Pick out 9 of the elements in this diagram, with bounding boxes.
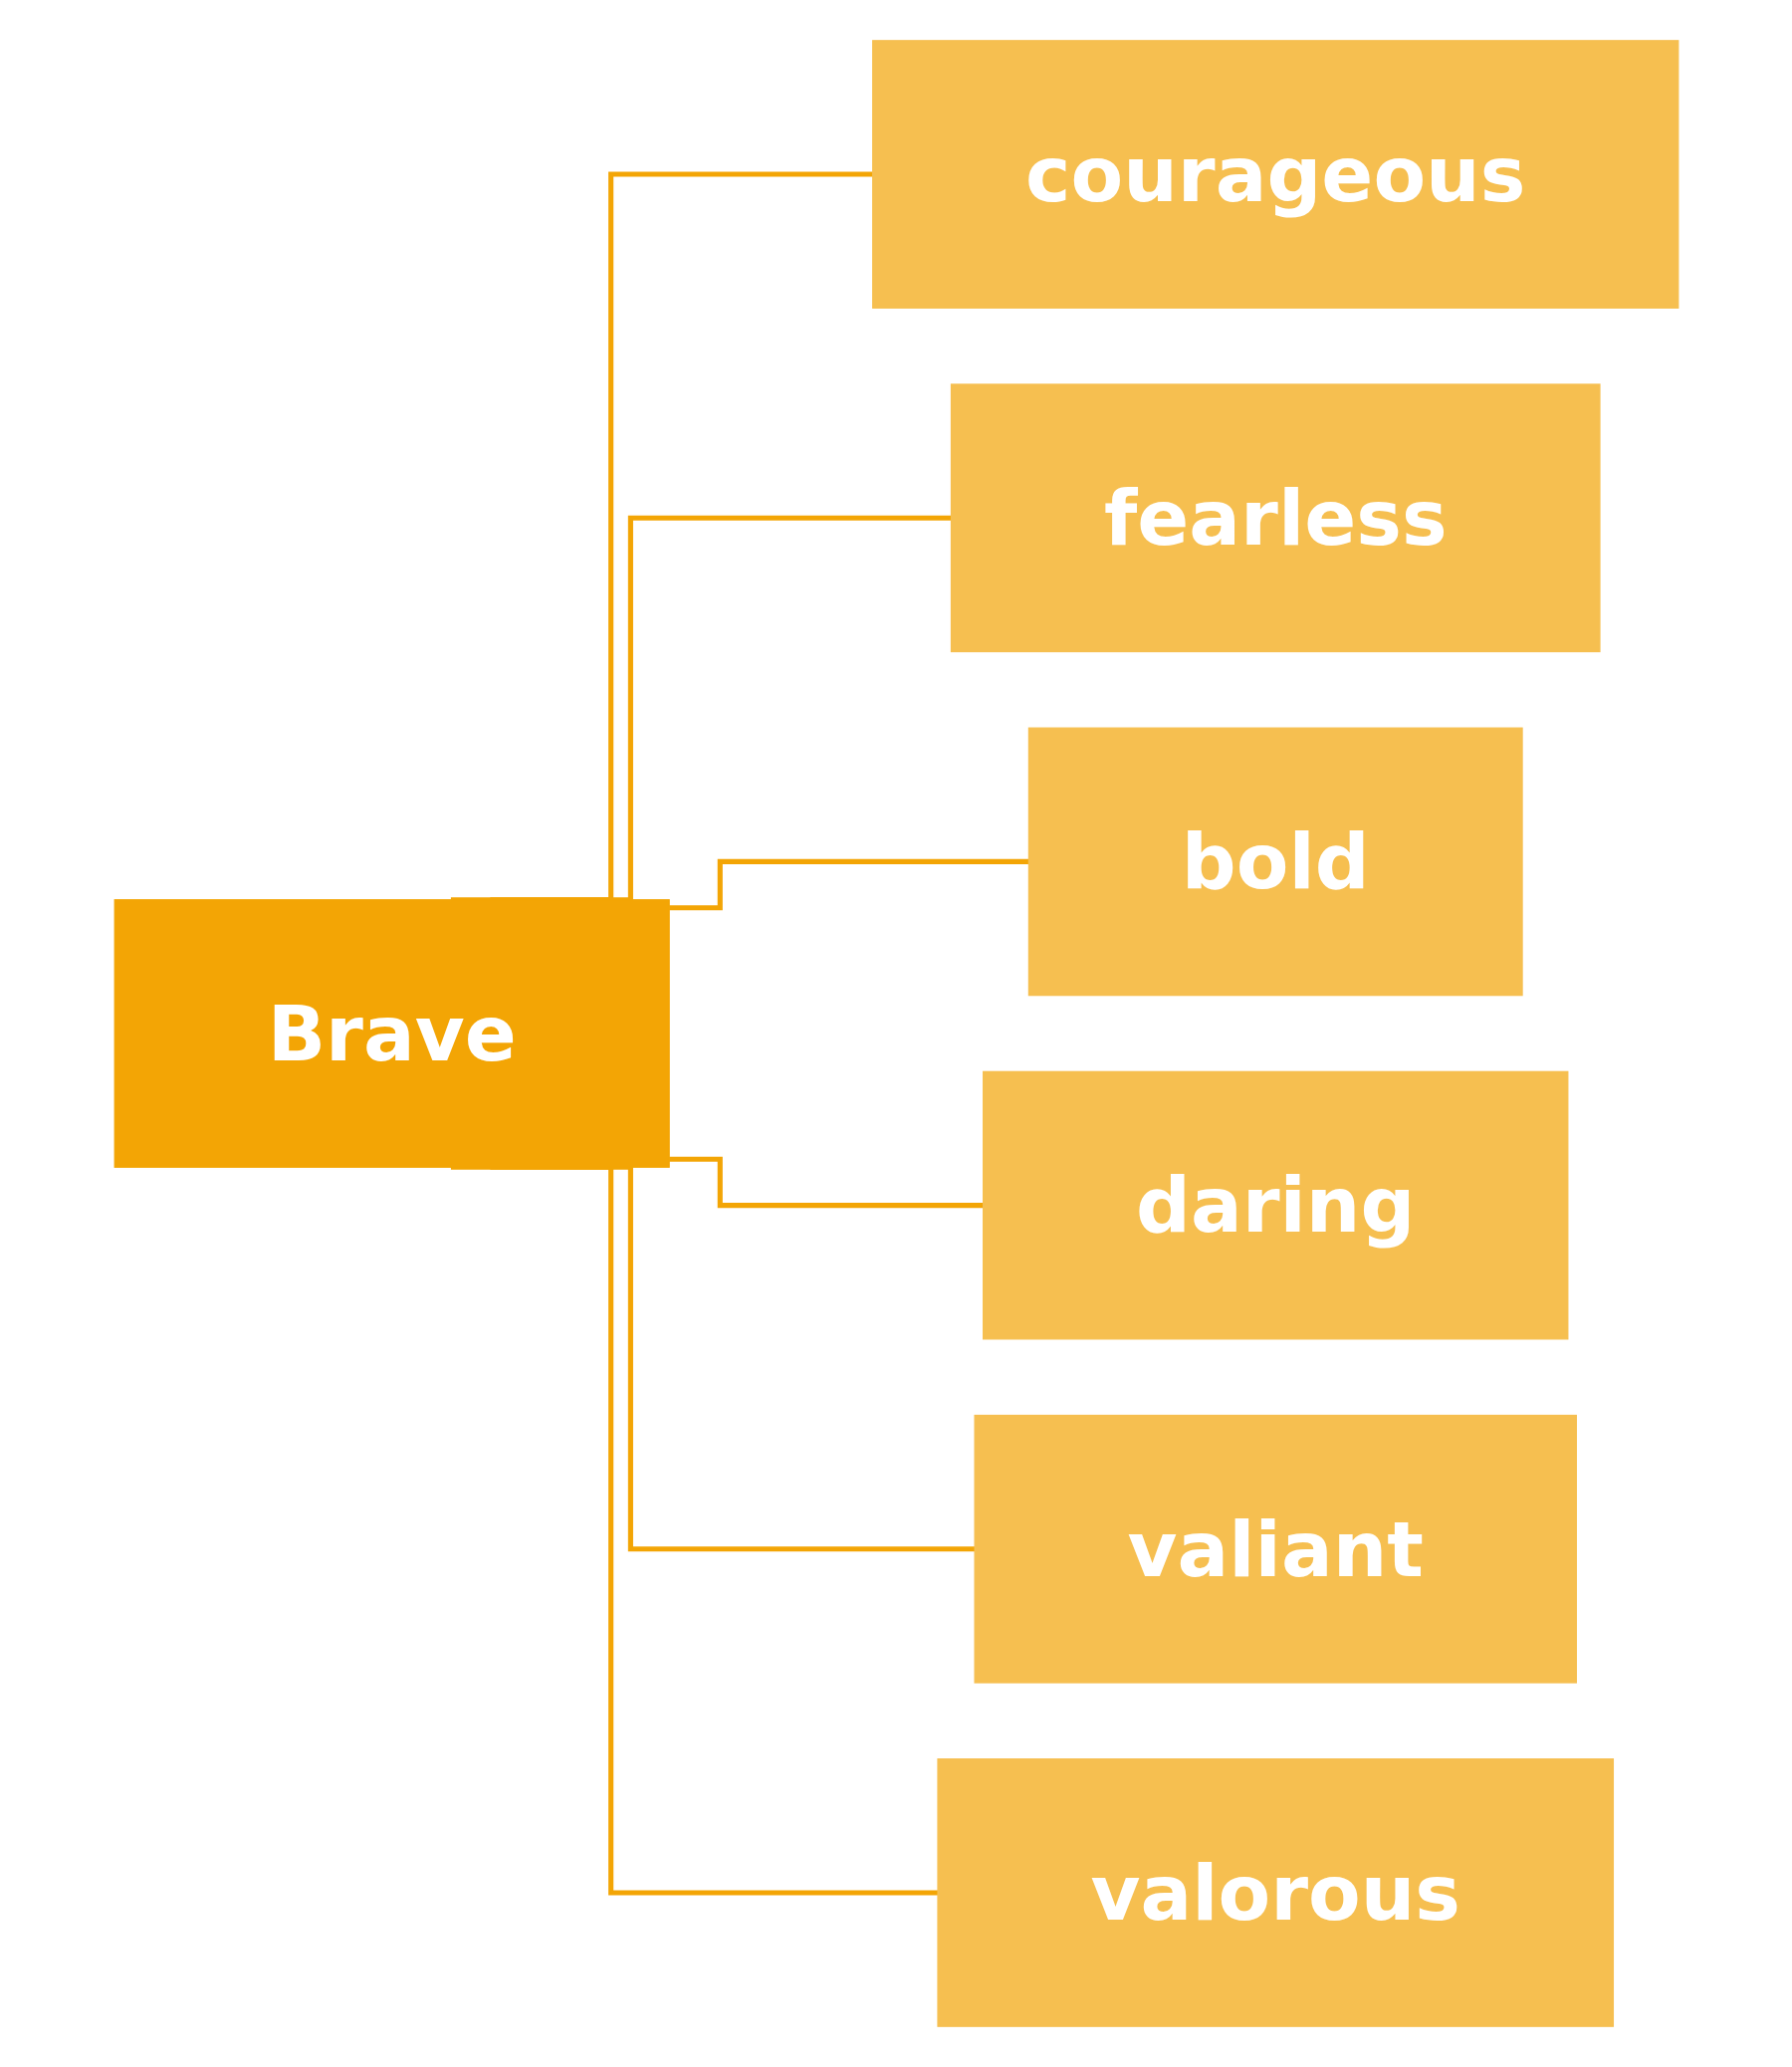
word-box: fearless bbox=[950, 383, 1601, 653]
word-box: valorous bbox=[936, 1758, 1614, 2027]
word-box: Brave bbox=[113, 899, 670, 1168]
connector-line bbox=[668, 858, 1028, 911]
word-box: daring bbox=[982, 1070, 1568, 1340]
word-box: valiant bbox=[974, 1414, 1577, 1684]
connector-line bbox=[668, 1156, 984, 1209]
word-box: bold bbox=[1027, 727, 1523, 997]
word-box: courageous bbox=[871, 40, 1679, 309]
